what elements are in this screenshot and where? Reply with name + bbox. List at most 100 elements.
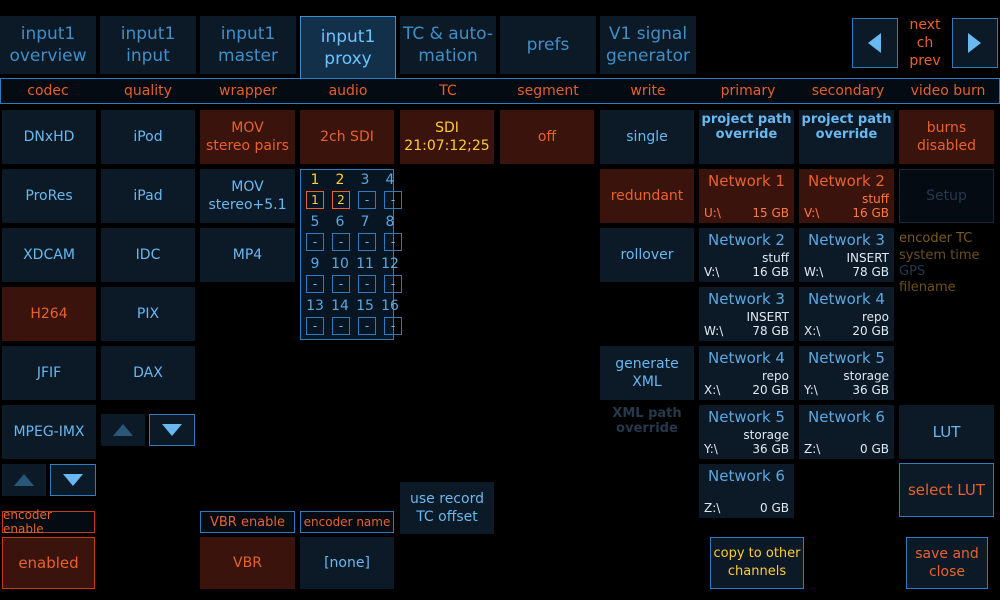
tab-v1-signal-generator[interactable]: V1 signal generator xyxy=(600,16,696,74)
audio-channel-number: 4 xyxy=(385,172,395,188)
codec-h264-button[interactable]: H264 xyxy=(2,287,96,341)
audio-channel-map-box[interactable]: - xyxy=(384,233,402,251)
audio-channel-number: 11 xyxy=(356,256,374,272)
write-rollover-button[interactable]: rollover xyxy=(600,228,694,282)
audio-channel-map-box[interactable]: - xyxy=(358,191,376,209)
audio-channel-map-box[interactable]: - xyxy=(306,233,324,251)
tab-input1-master[interactable]: input1 master xyxy=(200,16,296,74)
codec-jfif-button[interactable]: JFIF xyxy=(2,346,96,400)
save-and-close-button[interactable]: save and close xyxy=(906,537,988,589)
network-name: Network 3 xyxy=(808,231,885,249)
audio-channel-map-box[interactable]: 1 xyxy=(306,191,324,209)
network-name: Network 4 xyxy=(808,290,885,308)
network-name: Network 5 xyxy=(708,408,785,426)
audio-channel-grid: 1 2 3 4 1 2 - - 5 6 7 8 - - - - 9 10 11 … xyxy=(300,169,402,340)
audio-channel-map-box[interactable]: - xyxy=(358,275,376,293)
secondary-network-2-button[interactable]: Network 2 stuff V:\ 16 GB xyxy=(799,169,894,223)
tab-tc-automation[interactable]: TC & auto- mation xyxy=(400,16,496,74)
burn-option-encoder-tc: encoder TC xyxy=(899,231,973,246)
encoder-enabled-button[interactable]: enabled xyxy=(2,537,95,589)
network-size: 78 GB xyxy=(852,265,889,279)
encoder-name-value-button[interactable]: [none] xyxy=(300,537,394,589)
secondary-network-4-button[interactable]: Network 4 repo X:\ 20 GB xyxy=(799,287,894,341)
audio-channel-map-box[interactable]: - xyxy=(306,275,324,293)
network-description: storage xyxy=(843,369,889,383)
triangle-up-icon xyxy=(113,424,133,436)
audio-channel-map-box[interactable]: - xyxy=(332,233,350,251)
codec-scroll-down-button[interactable] xyxy=(50,464,96,496)
wrapper-mp4-button[interactable]: MP4 xyxy=(200,228,295,282)
burn-option-gps: GPS xyxy=(899,264,926,279)
audio-channel-map-box[interactable]: - xyxy=(332,317,350,335)
primary-network-6-button[interactable]: Network 6 Z:\ 0 GB xyxy=(699,464,794,518)
codec-xdcam-button[interactable]: XDCAM xyxy=(2,228,96,282)
codec-prores-button[interactable]: ProRes xyxy=(2,169,96,223)
burns-disabled-button[interactable]: burns disabled xyxy=(899,110,994,164)
audio-channel-map-box[interactable]: - xyxy=(384,191,402,209)
prev-channel-button[interactable] xyxy=(852,18,898,68)
primary-network-5-button[interactable]: Network 5 storage Y:\ 36 GB xyxy=(699,405,794,459)
audio-channel-number: 13 xyxy=(306,298,324,314)
audio-channel-number: 14 xyxy=(331,298,349,314)
quality-ipod-button[interactable]: iPod xyxy=(101,110,195,164)
primary-network-3-button[interactable]: Network 3 INSERT W:\ 78 GB xyxy=(699,287,794,341)
quality-dax-button[interactable]: DAX xyxy=(101,346,195,400)
tab-input1-proxy[interactable]: input1 proxy xyxy=(300,16,396,78)
codec-mpeg-imx-button[interactable]: MPEG-IMX xyxy=(2,405,96,459)
audio-channel-number: 3 xyxy=(360,172,370,188)
xml-path-override-button[interactable]: XML path override xyxy=(612,406,682,436)
network-size: 78 GB xyxy=(752,324,789,338)
secondary-network-3-button[interactable]: Network 3 INSERT W:\ 78 GB xyxy=(799,228,894,282)
audio-2ch-sdi-button[interactable]: 2ch SDI xyxy=(300,110,394,164)
vbr-button[interactable]: VBR xyxy=(200,537,295,589)
burn-option-system-time: system time xyxy=(899,248,980,263)
primary-network-1-button[interactable]: Network 1 U:\ 15 GB xyxy=(699,169,794,223)
network-description: storage xyxy=(743,428,789,442)
primary-project-path-override-button[interactable]: project path override xyxy=(699,110,794,164)
segment-off-button[interactable]: off xyxy=(500,110,594,164)
network-description: stuff xyxy=(862,192,889,206)
secondary-network-5-button[interactable]: Network 5 storage Y:\ 36 GB xyxy=(799,346,894,400)
codec-scroll-up-button[interactable] xyxy=(2,464,46,496)
audio-channel-map-box[interactable]: - xyxy=(358,317,376,335)
wrapper-mov-stereo-pairs-button[interactable]: MOV stereo pairs xyxy=(200,110,295,164)
wrapper-mov-stereo-51-button[interactable]: MOV stereo+5.1 xyxy=(200,169,295,223)
quality-idc-button[interactable]: IDC xyxy=(101,228,195,282)
network-description: repo xyxy=(761,369,789,383)
audio-channel-map-box[interactable]: - xyxy=(306,317,324,335)
burn-option-filename: filename xyxy=(899,280,956,295)
quality-scroll-up-button[interactable] xyxy=(101,414,145,446)
select-lut-button[interactable]: select LUT xyxy=(899,463,994,517)
lut-button[interactable]: LUT xyxy=(899,405,994,459)
tab-input1-input[interactable]: input1 input xyxy=(100,16,196,74)
audio-channel-map-box[interactable]: - xyxy=(384,317,402,335)
network-name: Network 6 xyxy=(708,467,785,485)
audio-channel-number: 10 xyxy=(331,256,349,272)
next-channel-button[interactable] xyxy=(952,18,998,68)
quality-pix-button[interactable]: PIX xyxy=(101,287,195,341)
codec-dnxhd-button[interactable]: DNxHD xyxy=(2,110,96,164)
audio-channel-map-box[interactable]: - xyxy=(332,275,350,293)
copy-to-other-channels-button[interactable]: copy to other channels xyxy=(710,537,804,589)
audio-channel-map-box[interactable]: - xyxy=(358,233,376,251)
primary-network-2-button[interactable]: Network 2 stuff V:\ 16 GB xyxy=(699,228,794,282)
quality-scroll-down-button[interactable] xyxy=(149,414,195,446)
audio-channel-number: 2 xyxy=(335,172,345,188)
use-record-tc-offset-button[interactable]: use record TC offset xyxy=(400,482,494,534)
subtab-primary: primary xyxy=(720,83,776,99)
secondary-network-6-button[interactable]: Network 6 Z:\ 0 GB xyxy=(799,405,894,459)
primary-network-4-button[interactable]: Network 4 repo X:\ 20 GB xyxy=(699,346,794,400)
encoder-enable-label: encoder enable xyxy=(2,508,95,536)
tc-source-button[interactable]: SDI 21:07:12;25 xyxy=(400,110,494,164)
write-redundant-button[interactable]: redundant xyxy=(600,169,694,223)
tab-input1-overview[interactable]: input1 overview xyxy=(0,16,96,74)
secondary-project-path-override-button[interactable]: project path override xyxy=(799,110,894,164)
audio-channel-map-box[interactable]: - xyxy=(384,275,402,293)
tab-prefs[interactable]: prefs xyxy=(500,16,596,74)
burn-setup-button[interactable]: Setup xyxy=(899,169,994,223)
quality-ipad-button[interactable]: iPad xyxy=(101,169,195,223)
triangle-down-icon xyxy=(63,474,83,486)
generate-xml-button[interactable]: generate XML xyxy=(600,346,694,400)
write-single-button[interactable]: single xyxy=(600,110,694,164)
audio-channel-map-box[interactable]: 2 xyxy=(332,191,350,209)
